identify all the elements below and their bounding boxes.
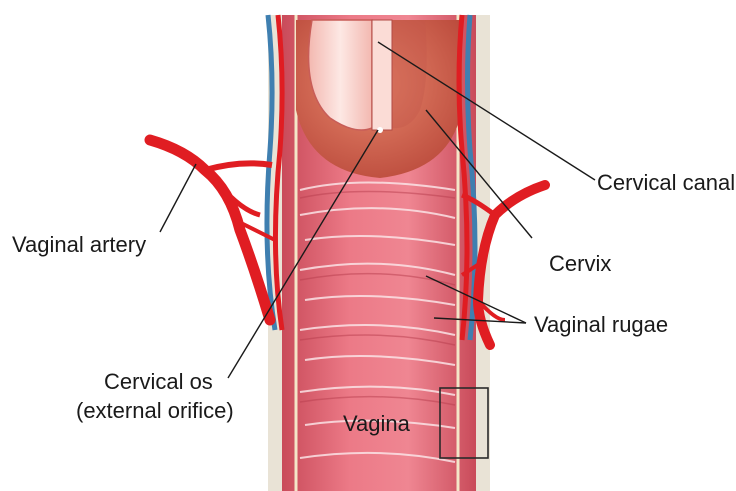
label-vaginal-artery: Vaginal artery <box>12 232 146 258</box>
label-cervical-os: Cervical os <box>104 369 213 395</box>
left-vessels <box>150 15 282 330</box>
label-external-orifice: (external orifice) <box>76 398 234 424</box>
label-vagina: Vagina <box>343 411 410 437</box>
label-cervix: Cervix <box>549 251 611 277</box>
leader-vaginal-artery <box>160 164 196 232</box>
label-cervical-canal: Cervical canal <box>597 170 735 196</box>
label-vaginal-rugae: Vaginal rugae <box>534 312 668 338</box>
cervix <box>296 20 462 178</box>
